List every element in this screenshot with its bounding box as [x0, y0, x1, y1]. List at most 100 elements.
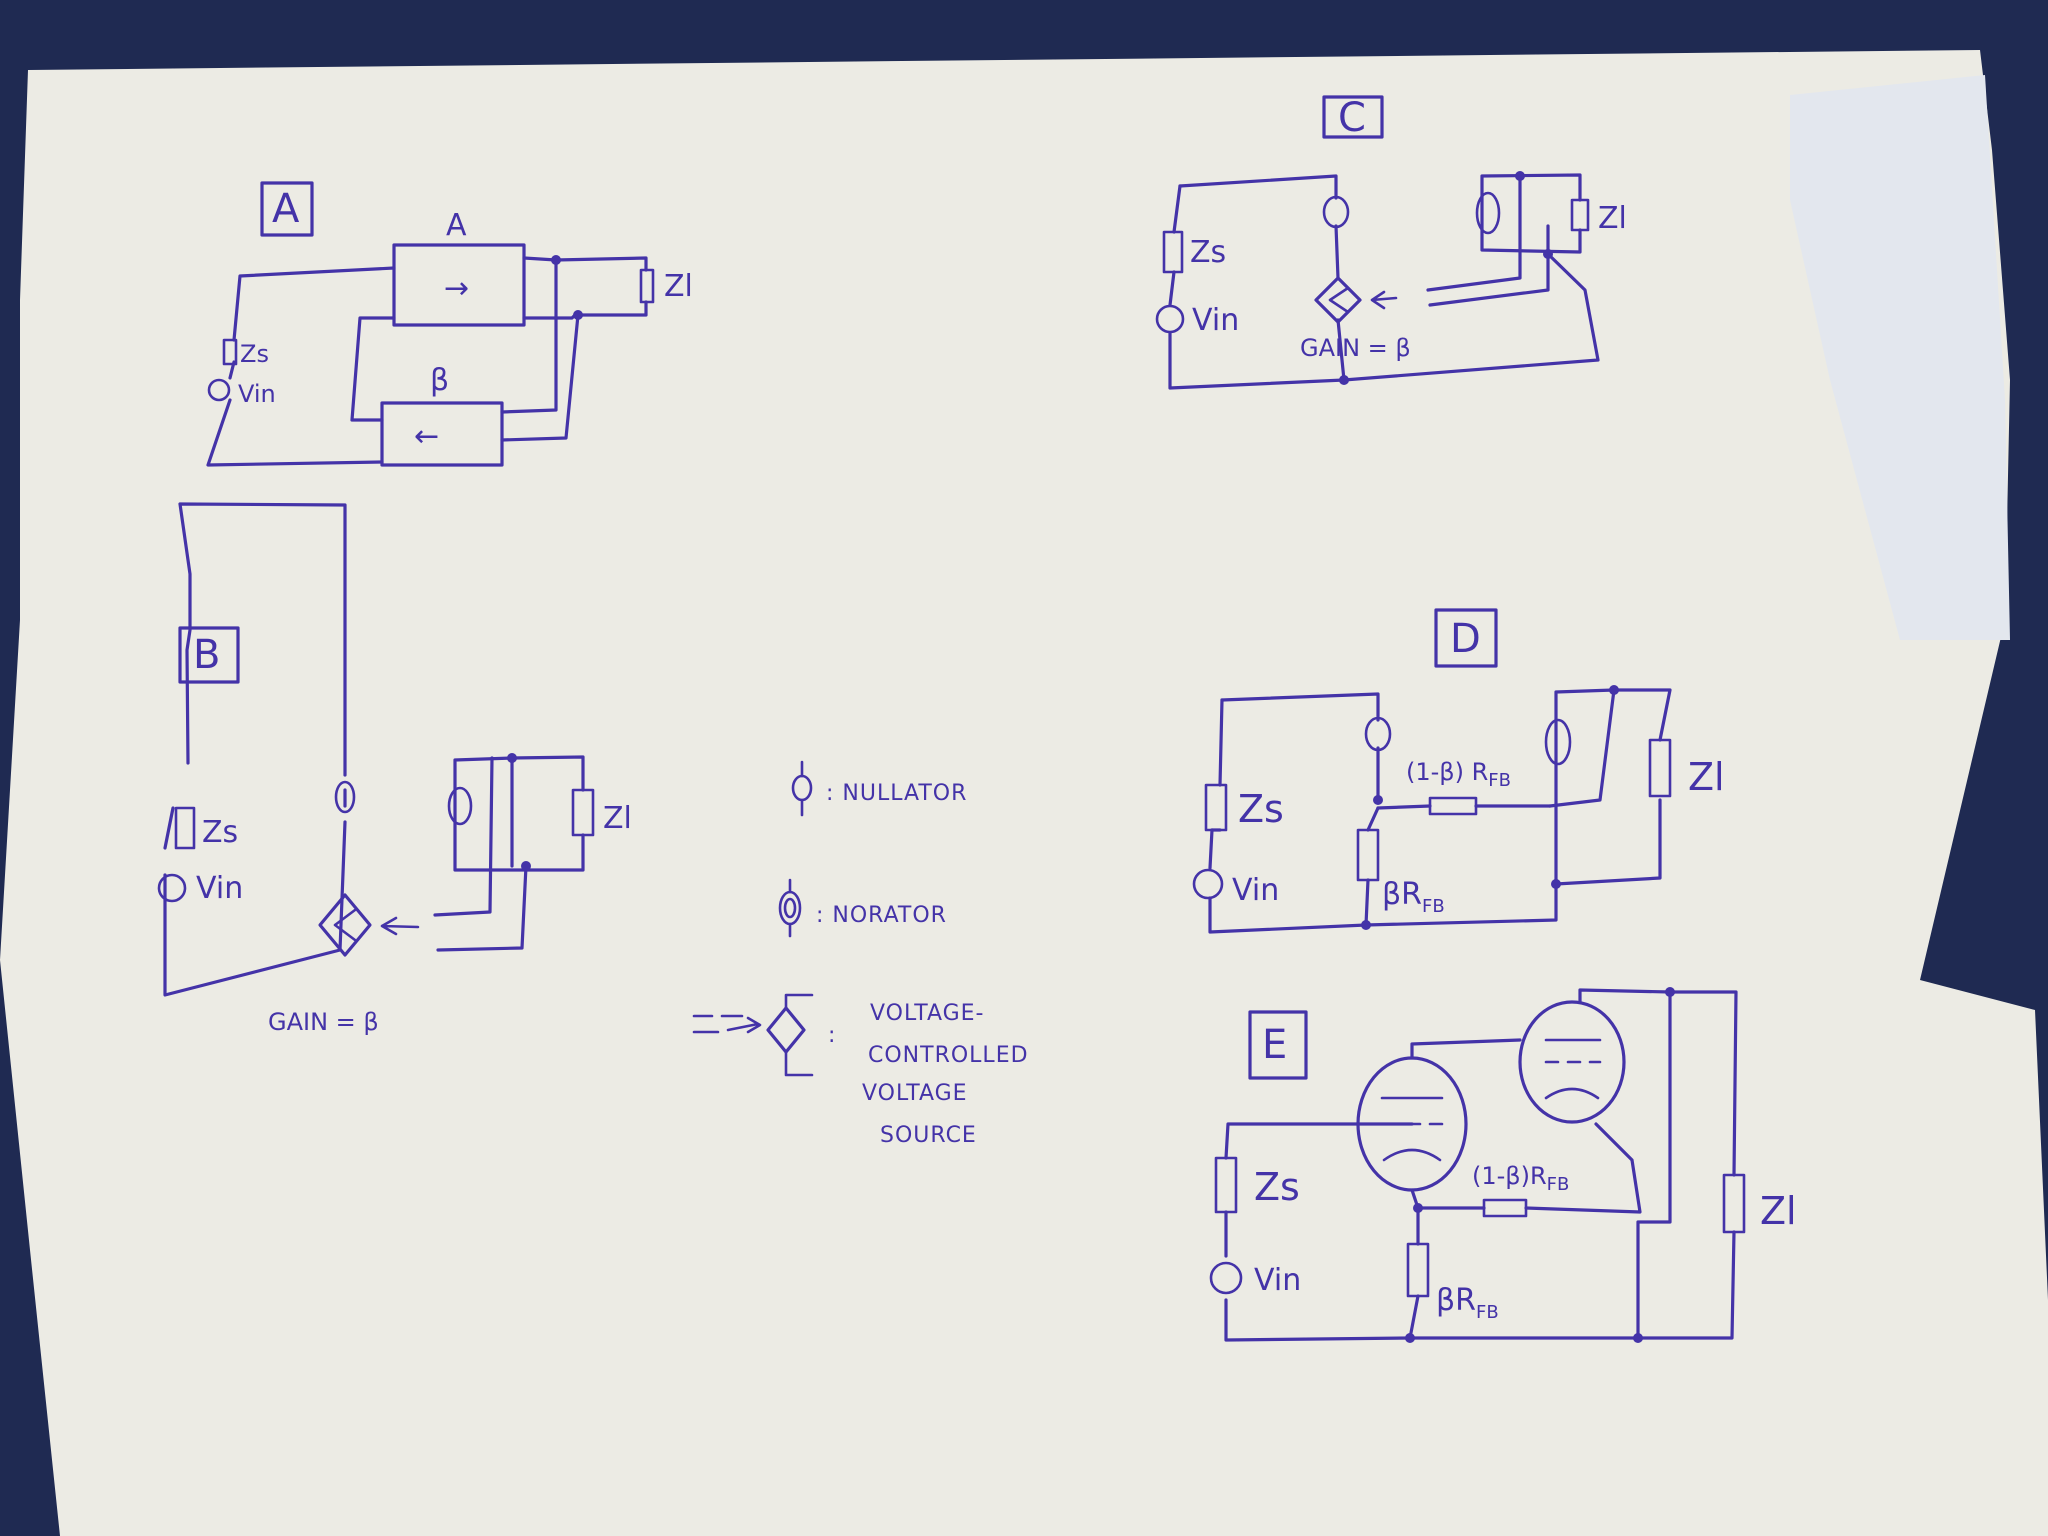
legend: : NULLATOR : NORATOR : VOLTAGE- CONTROLL… [692, 760, 1029, 1148]
panel-e-source-icon [1209, 1261, 1243, 1295]
panel-a-zs-label: Zs [240, 340, 269, 368]
panel-b-nullator-icon [334, 780, 356, 814]
panel-d-node-4 [1551, 879, 1561, 889]
panel-c-vcvs-inner [1328, 286, 1350, 314]
legend-vcvs-line-4: SOURCE [880, 1123, 977, 1148]
legend-norator-inner [783, 897, 797, 919]
panel-d-norator-wire [1548, 688, 1616, 808]
panel-b: B Zs Vin GAIN = β Zl [157, 502, 632, 1036]
panel-c-node-3 [1543, 249, 1553, 259]
panel-c-sense-wires [1426, 174, 1550, 307]
panel-b-source-icon [157, 873, 187, 903]
panel-a: A A → β ← Zs Vin Zl [206, 181, 693, 467]
panel-b-zs-resistor [174, 806, 196, 850]
legend-vcvs-line-2: CONTROLLED [868, 1043, 1029, 1068]
panel-e-rfb-bottom-label: βRFB [1436, 1283, 1499, 1323]
panel-a-node-2 [573, 310, 583, 320]
panel-d-norator-icon [1544, 718, 1572, 766]
panel-b-zs-label: Zs [202, 815, 238, 850]
feedback-arrow-icon: ← [414, 419, 439, 454]
panel-e-bottom-resistor [1406, 1242, 1430, 1298]
panel-a-zl-label: Zl [664, 269, 693, 304]
panel-d-zl-resistor [1648, 738, 1672, 798]
panel-e-node-2 [1405, 1333, 1415, 1343]
panel-d-top-resistor [1428, 796, 1478, 816]
panel-a-caption-box [260, 181, 314, 237]
panel-d-zl-label: Zl [1688, 755, 1725, 799]
legend-vcvs-line-3: VOLTAGE [862, 1081, 968, 1106]
panel-a-vin-label: Vin [238, 380, 276, 408]
panel-d-rfb-top-label: (1-β) RFB [1406, 758, 1511, 791]
amplifier-block [392, 243, 526, 327]
panel-b-vcvs-icon [318, 893, 372, 957]
feedback-block [380, 401, 504, 467]
panel-b-norator-icon [447, 786, 473, 826]
panel-b-node-2 [521, 861, 531, 871]
panel-c-zs-resistor [1162, 230, 1184, 274]
legend-nullator-icon [791, 774, 813, 802]
legend-vcvs-control-arrow-icon [692, 1014, 762, 1034]
panel-d-vin-label: Vin [1232, 873, 1279, 908]
panel-c-norator-icon [1475, 191, 1501, 235]
panel-e-top-resistor [1482, 1198, 1528, 1218]
legend-vcvs-leads [784, 993, 814, 1077]
panel-d-output-loop [1364, 688, 1672, 927]
panel-c-nullator-icon [1322, 195, 1350, 229]
panel-c-input-wire [1168, 184, 1346, 390]
panel-c-node-2 [1515, 171, 1525, 181]
panel-e: E Zs Vin (1-β)RFB βRFB Zl [1209, 987, 1797, 1343]
panel-e-node-3 [1665, 987, 1675, 997]
panel-d-node-1 [1373, 795, 1383, 805]
panel-e-zl-resistor [1722, 1173, 1746, 1234]
panel-e-vin-label: Vin [1254, 1263, 1301, 1298]
legend-vcvs-colon: : [828, 1023, 836, 1048]
panel-c-vin-label: Vin [1192, 303, 1239, 338]
legend-vcvs-icon [766, 1006, 806, 1054]
amplifier-label: A [446, 208, 467, 243]
panel-c: C Zs Vin GAIN = β Zl [1155, 95, 1627, 390]
legend-nullator-label: : NULLATOR [826, 781, 967, 806]
panel-b-vin-label: Vin [196, 871, 243, 906]
panel-c-node-1 [1339, 375, 1349, 385]
panel-b-zl-label: Zl [603, 801, 632, 836]
panel-b-gain-label: GAIN = β [268, 1008, 379, 1036]
panel-e-tube-2-electrodes [1544, 1038, 1602, 1100]
legend-norator-label: : NORATOR [816, 903, 947, 928]
panel-b-input-loop [163, 502, 347, 997]
panel-d-caption: D [1450, 616, 1481, 662]
panel-c-zl-label: Zl [1598, 201, 1627, 236]
panel-c-gain-label: GAIN = β [1300, 334, 1411, 362]
panel-c-source-icon [1155, 304, 1185, 334]
panel-d-zs-label: Zs [1238, 787, 1284, 831]
panel-a-source-icon [207, 378, 231, 402]
panel-d-input-loop [1208, 692, 1380, 934]
panel-a-inner-loop-wire [350, 316, 396, 422]
panel-a-sense-wire-2 [500, 313, 580, 442]
panel-d-source-icon [1192, 868, 1224, 900]
panel-e-zl-label: Zl [1760, 1189, 1797, 1233]
panel-e-caption-box [1248, 1010, 1308, 1080]
panel-a-zs-resistor [222, 338, 238, 366]
panel-e-tube-2-icon [1518, 1000, 1626, 1124]
panel-e-zs-resistor [1214, 1156, 1238, 1214]
panel-c-zs-label: Zs [1190, 235, 1226, 270]
panel-d: D Zs Vin βRFB (1-β) RFB Zl [1192, 608, 1725, 934]
panel-d-node-3 [1609, 685, 1619, 695]
panel-c-output-loop [1480, 173, 1582, 254]
panel-d-feedback-wire [1376, 804, 1552, 810]
panel-e-zs-label: Zs [1254, 1165, 1300, 1209]
panel-d-caption-box [1434, 608, 1498, 668]
panel-b-caption: B [193, 632, 220, 678]
legend-norator-icon [778, 890, 802, 926]
panel-b-node-1 [507, 753, 517, 763]
paper-sheet [0, 50, 2048, 1536]
panel-b-caption-box [178, 626, 240, 684]
panel-b-vcvs-inner [333, 908, 357, 942]
panel-e-output-wire [1636, 990, 1672, 1340]
panel-c-zl-resistor [1570, 198, 1590, 232]
panel-c-vcvs-icon [1314, 276, 1362, 324]
panel-d-rfb-bottom-label: βRFB [1382, 877, 1445, 917]
panel-a-sense-wire-1 [500, 258, 558, 414]
panel-d-nullator-icon [1364, 716, 1392, 752]
